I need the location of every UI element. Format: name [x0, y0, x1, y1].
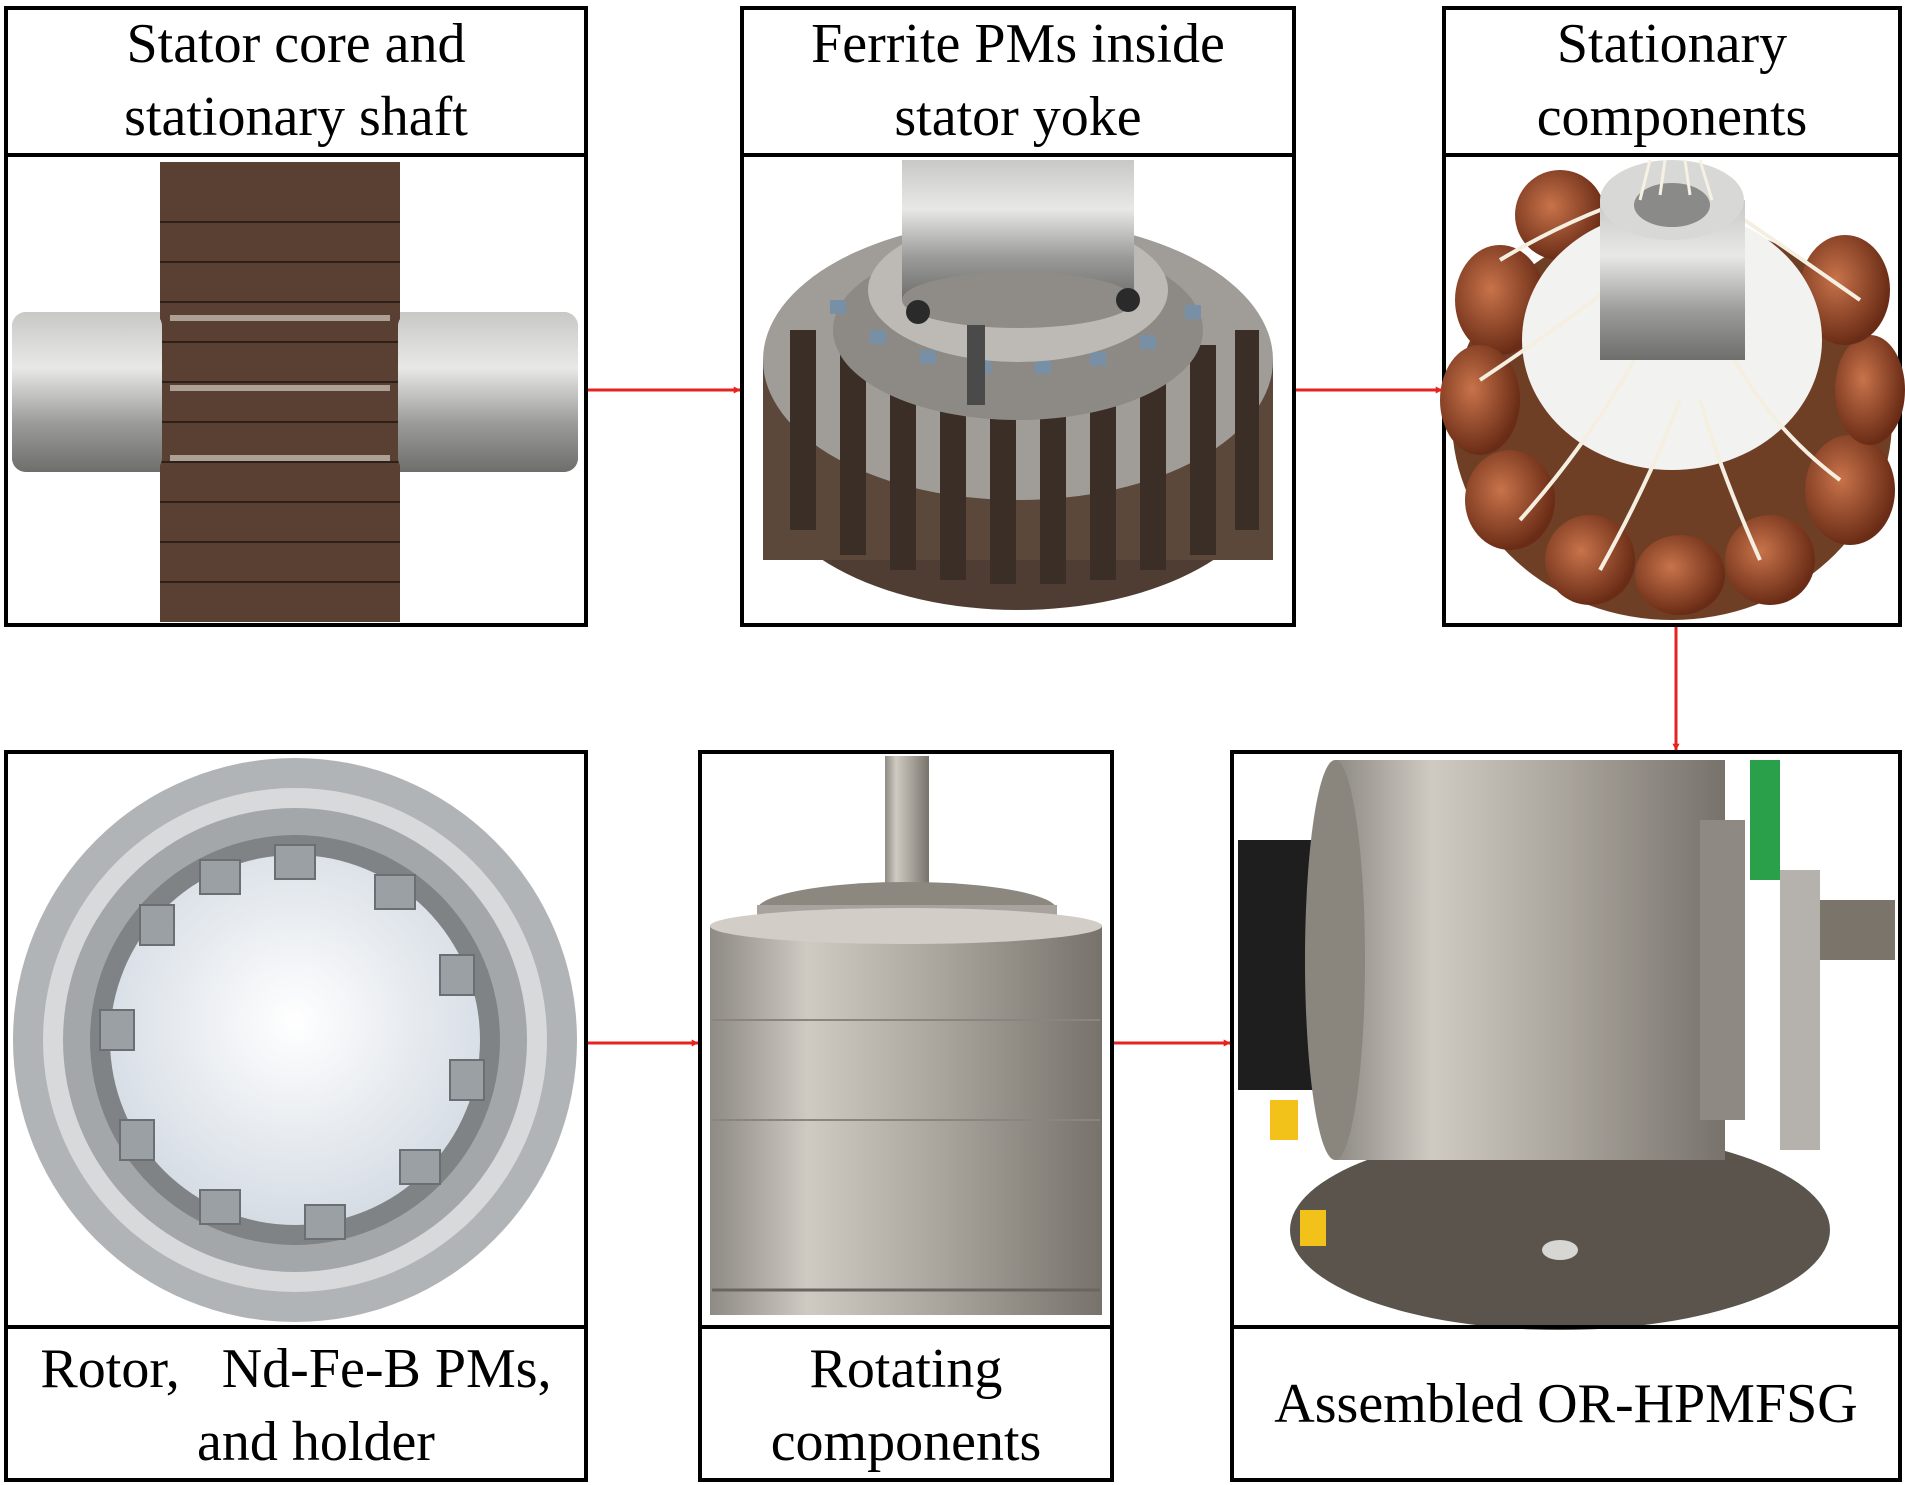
rotor-caption-line-2: and holder — [197, 1411, 435, 1473]
assembled-generator-photo — [1234, 754, 1898, 1330]
stationary-caption-line-1: Stationary — [1557, 13, 1787, 75]
stator-core-caption-line-2: stationary shaft — [124, 86, 468, 148]
rotor-ring-photo — [8, 754, 584, 1324]
rotating-caption-line-1: Rotating — [810, 1338, 1003, 1400]
panel-rotating: Rotating components — [698, 750, 1114, 1482]
ferrite-pms-caption-line-2: stator yoke — [894, 86, 1141, 148]
rotor-caption-line-1: Rotor, Nd-Fe-B PMs, — [40, 1338, 551, 1400]
wound-stator-photo — [1440, 157, 1905, 623]
rotor-drum-photo — [702, 754, 1110, 1324]
rotating-caption-line-2: components — [771, 1411, 1042, 1473]
panel-stationary: Stationary components — [1440, 6, 1905, 627]
arrows — [588, 386, 1680, 1047]
stator-core-caption-line-1: Stator core and — [127, 13, 466, 75]
assembled-caption: Assembled OR-HPMFSG — [1274, 1373, 1857, 1435]
stationary-caption-line-2: components — [1537, 86, 1808, 148]
panel-stator-core: Stator core and stationary shaft — [4, 6, 588, 627]
panel-assembled: Assembled OR-HPMFSG — [1230, 750, 1902, 1482]
ferrite-pm-stator-photo — [744, 157, 1292, 623]
panel-ferrite-pms: Ferrite PMs inside stator yoke — [740, 6, 1296, 627]
stator-core-shaft-photo — [8, 157, 584, 623]
ferrite-pms-caption-line-1: Ferrite PMs inside — [811, 13, 1225, 75]
panel-rotor: Rotor, Nd-Fe-B PMs, and holder — [4, 750, 588, 1482]
